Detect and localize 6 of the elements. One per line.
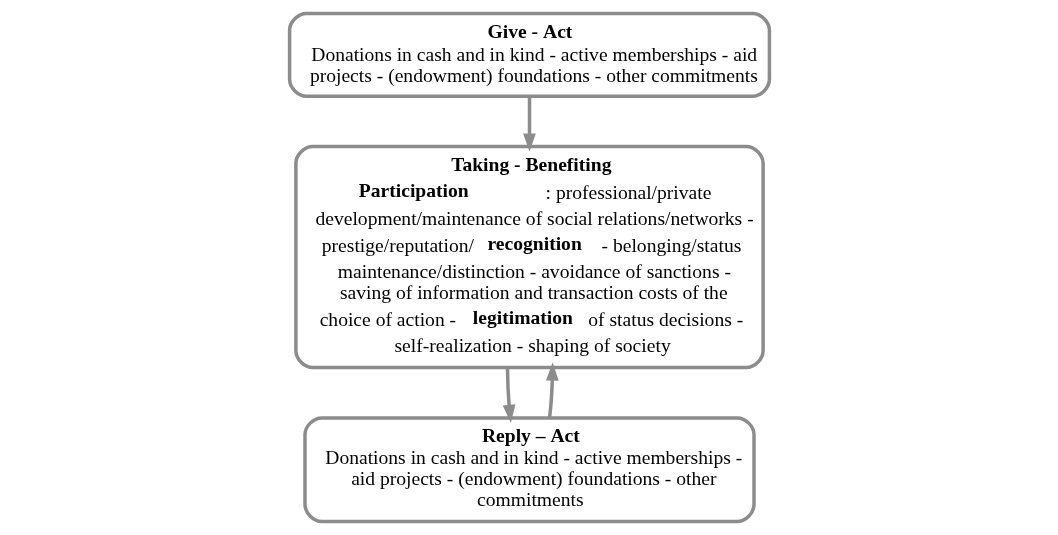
arrow: [502, 367, 515, 424]
arrow: [545, 362, 559, 418]
arrow: [522, 96, 536, 152]
node-box: Reply – Act Donations in cash and in kind - active memberships - aid projects - (endowment) foundations - other commitments: [302, 416, 756, 524]
node-box: Taking - Benefiting Participation: professional/private development/maintenance of social relations/networks - prestige/reputation/recognition - belonging/status maintenance/distinction - avoidance of sanctions - saving of information and transaction costs of the choice of action - legitimation of status decisions - self-realization - shaping of society: [293, 144, 765, 370]
node-box: Give - Act Donations in cash and in kind - active memberships - aid projects - (endowment) foundations - other commitments: [287, 11, 771, 98]
